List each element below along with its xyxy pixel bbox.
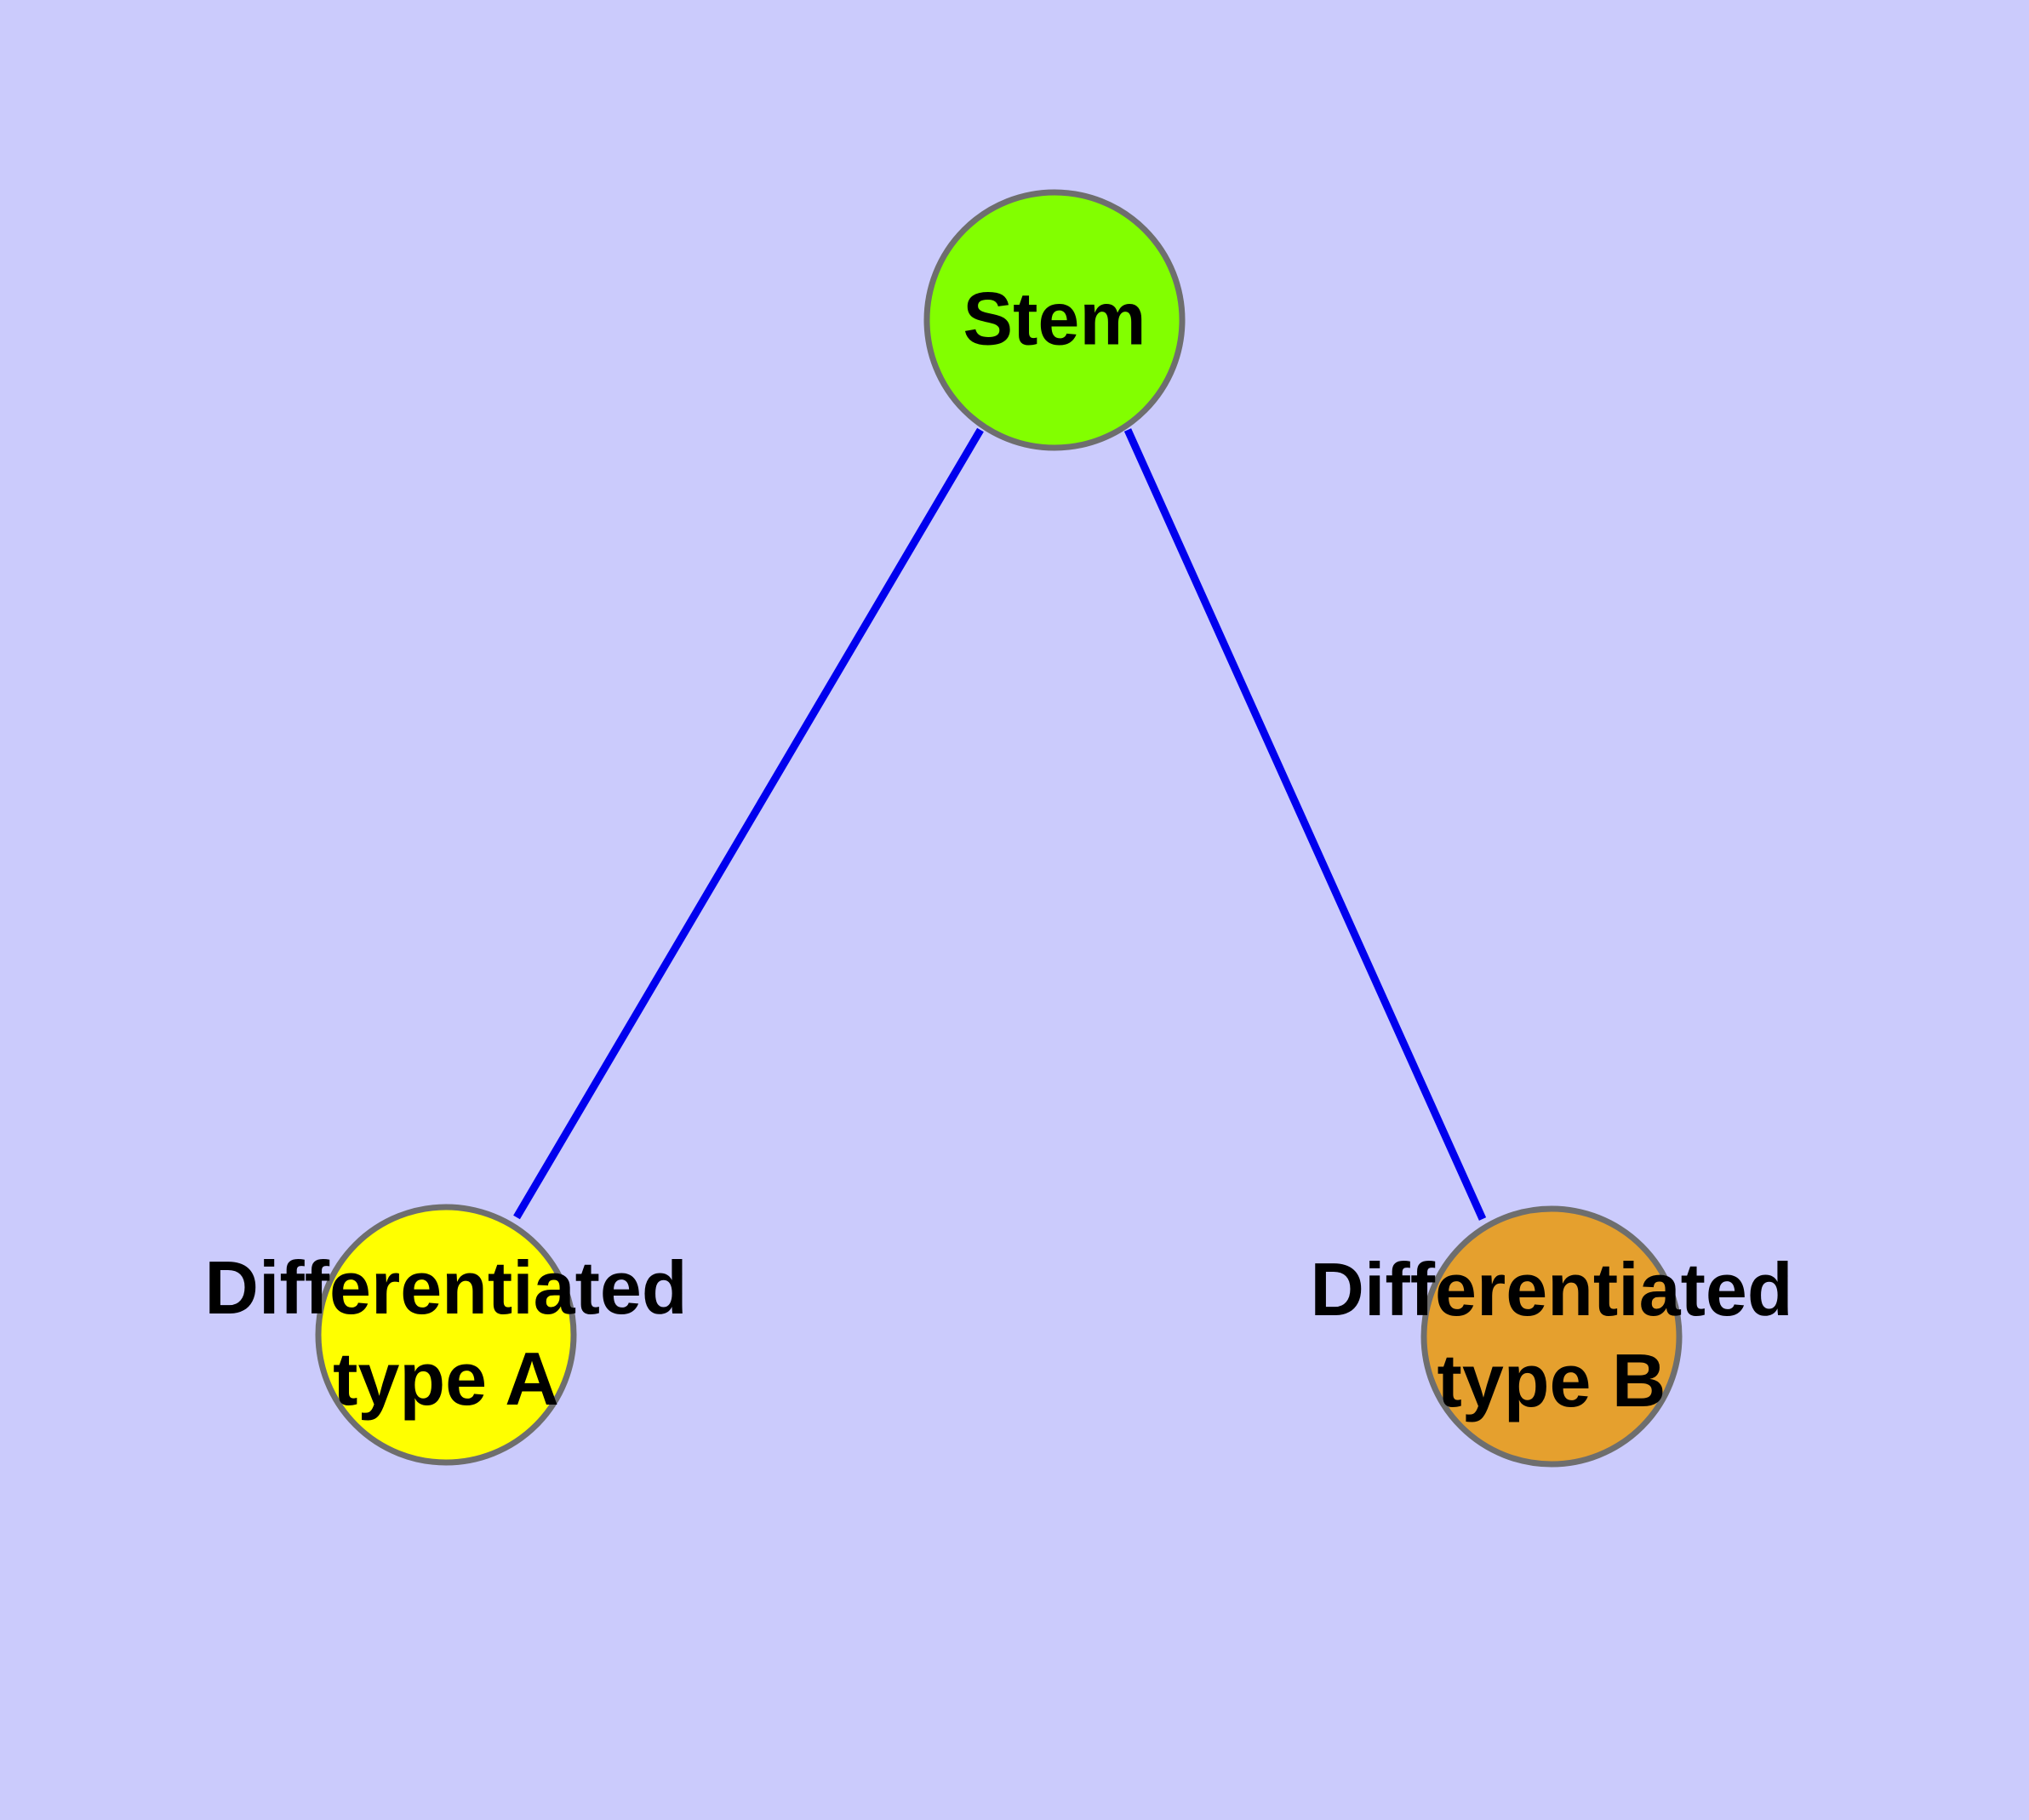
node-diff-b-circle[interactable] [1420,1205,1683,1468]
edge-stem-to-diff-b[interactable] [1123,428,1487,1221]
node-stem-label: Stem [963,277,1146,361]
node-stem[interactable]: Stem [923,189,1186,451]
node-stem-circle[interactable] [923,189,1186,451]
node-diff-a-label-line1: Differentiated [204,1245,687,1330]
node-diff-a[interactable]: Differentiated type A [204,1204,688,1466]
edge-stem-to-diff-a[interactable] [513,427,984,1220]
node-diff-b-label-line2: type B [1437,1338,1666,1422]
node-diff-a-circle[interactable] [315,1204,577,1466]
node-diff-b-label-line1: Differentiated [1310,1247,1792,1331]
node-diff-b[interactable]: Differentiated type B [1310,1205,1793,1468]
edge-group [513,427,1487,1221]
node-diff-a-label-line2: type A [333,1336,559,1421]
